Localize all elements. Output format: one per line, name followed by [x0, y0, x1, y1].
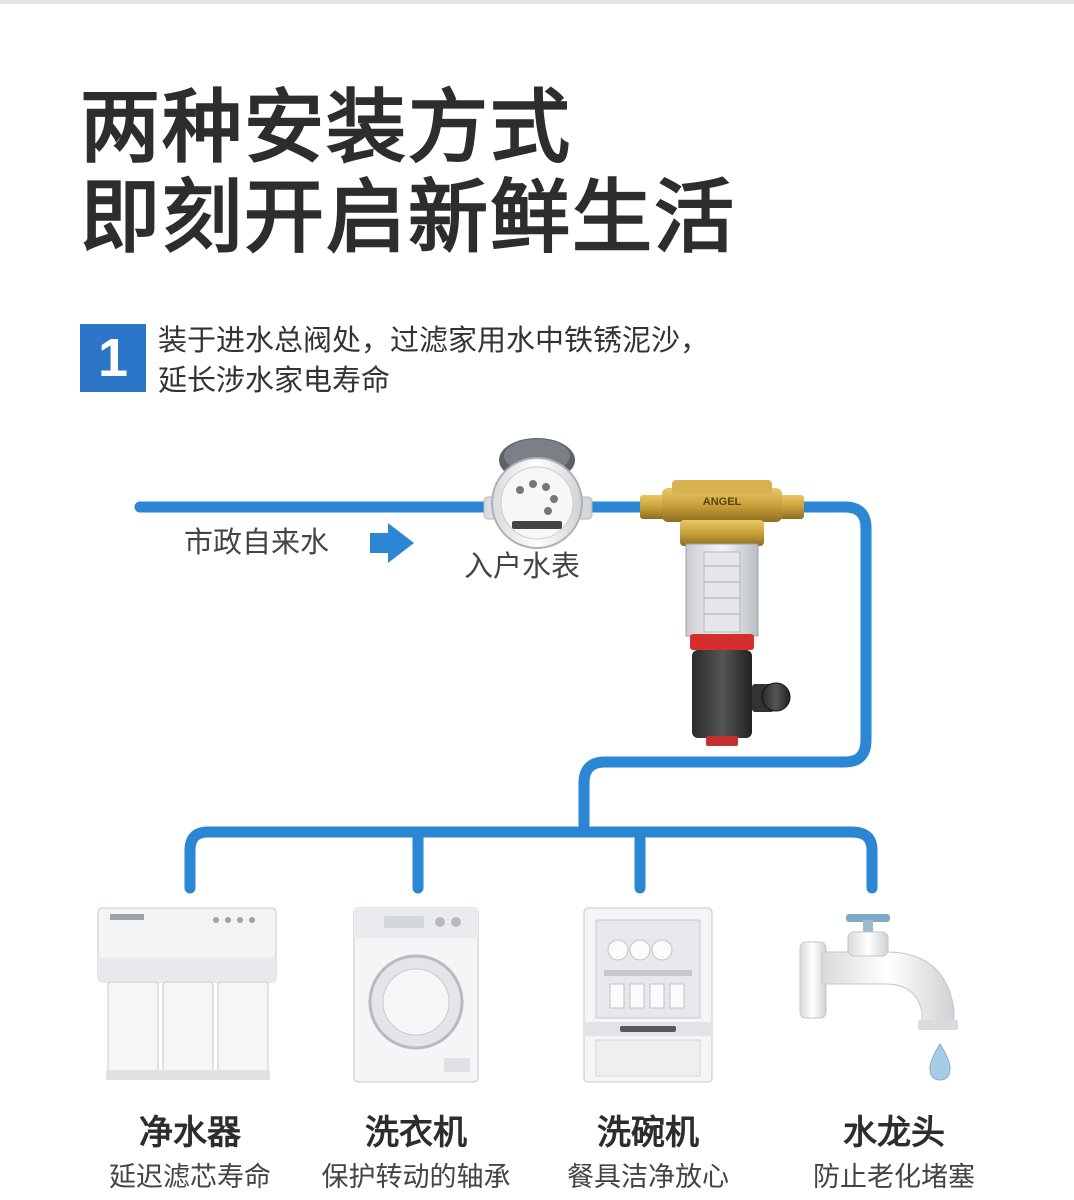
filter-brand-text: ANGEL — [703, 496, 742, 508]
appliance-name-washer: 洗衣机 — [365, 1113, 467, 1153]
water-meter-icon — [483, 438, 593, 549]
appliance-name-dishwasher: 洗碗机 — [597, 1113, 699, 1153]
appliance-name-faucet: 水龙头 — [843, 1113, 945, 1153]
pipe-distribution-header — [184, 826, 878, 894]
appliance-desc-purifier: 延迟滤芯寿命 — [109, 1162, 271, 1193]
appliance-desc-faucet: 防止老化堵塞 — [813, 1162, 975, 1193]
step-number-badge: 1 — [80, 324, 146, 392]
water-pipes — [134, 501, 878, 894]
faucet-icon — [799, 914, 958, 1081]
appliance-desc-dishwasher: 餐具洁净放心 — [567, 1162, 729, 1193]
step-description-line-1: 装于进水总阀处，过滤家用水中铁锈泥沙， — [158, 323, 710, 357]
dishwasher-icon — [583, 907, 713, 1083]
headline-line-1: 两种安装方式 — [80, 81, 572, 174]
flow-arrow-icon — [370, 523, 414, 563]
headline-line-2: 即刻开启新鲜生活 — [80, 171, 736, 264]
appliance-name-purifier: 净水器 — [139, 1113, 241, 1153]
step-description-line-2: 延长涉水家电寿命 — [158, 363, 391, 397]
water-purifier-icon — [97, 907, 277, 1080]
top-divider — [0, 0, 1074, 4]
municipal-water-label: 市政自来水 — [184, 525, 330, 559]
washing-machine-icon — [353, 907, 479, 1083]
water-meter-label: 入户水表 — [464, 549, 581, 583]
pipe-filter-outlet — [578, 501, 872, 834]
appliance-desc-washer: 保护转动的轴承 — [321, 1162, 511, 1193]
prefilter-icon: ANGEL — [640, 480, 804, 746]
